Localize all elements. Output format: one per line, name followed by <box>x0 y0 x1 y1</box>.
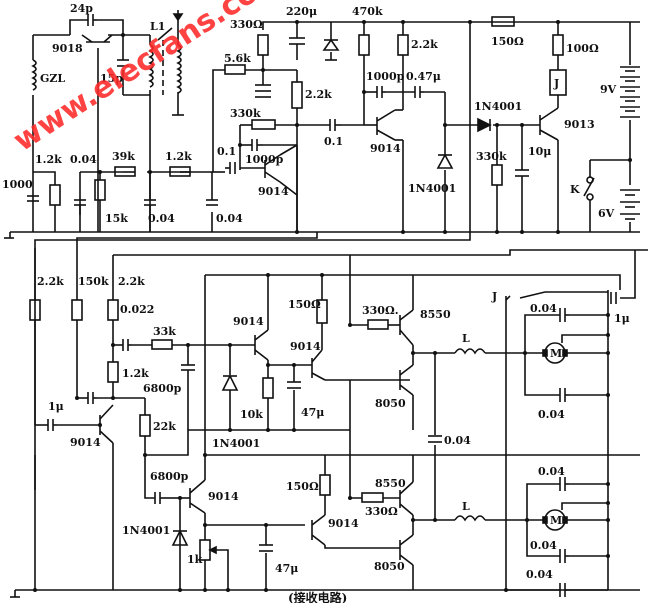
bottom-labels: 2.2k 150k 2.2k 0.022 33k 1.2k 6800p 1μ 9… <box>37 275 630 581</box>
label-10k: 10k <box>240 408 263 421</box>
label-0-04-f: 0.04 <box>538 465 565 478</box>
label-1000p-b: 1000p <box>366 70 405 83</box>
label-motor-bottom: M <box>550 514 562 527</box>
label-gzl: GZL <box>40 72 65 85</box>
label-1n4001-c: 1N4001 <box>212 437 260 450</box>
bottom-components <box>29 273 617 597</box>
label-8050-b: 8050 <box>374 560 405 573</box>
label-0-04-g: 0.04 <box>530 539 557 552</box>
label-8550-b: 8550 <box>375 477 406 490</box>
label-l-top: L <box>462 332 470 345</box>
label-6v: 6V <box>598 207 615 220</box>
label-100ohm: 100Ω <box>566 42 599 55</box>
label-0-04-e: 0.04 <box>538 408 565 421</box>
label-10u: 10μ <box>528 145 551 158</box>
label-15k: 15k <box>105 212 128 225</box>
top-wiring <box>4 19 640 490</box>
label-33k: 33k <box>153 325 176 338</box>
label-0-47u: 0.47μ <box>406 70 441 83</box>
label-1u: 1μ <box>48 400 64 413</box>
label-0-1-a: 0.1 <box>217 145 236 158</box>
label-1n4001-e: 1N4001 <box>122 524 170 537</box>
label-6800p-a: 6800p <box>143 382 182 395</box>
label-2-2k-b: 2.2k <box>411 38 438 51</box>
label-l-bottom: L <box>462 500 470 513</box>
label-150ohm-b: 150Ω <box>288 298 321 311</box>
label-5-6k: 5.6k <box>224 52 251 65</box>
label-1000: 1000 <box>2 178 33 191</box>
top-labels: 24p 9018 L1 GZL 15p 1000 1.2k 0.04 39k 1… <box>2 2 617 225</box>
label-8050-a: 8050 <box>375 397 406 410</box>
label-330k: 330k <box>230 107 261 120</box>
label-2-2k-c: 2.2k <box>37 275 64 288</box>
label-0-04-h: 0.04 <box>526 568 553 581</box>
label-9014-b: 9014 <box>370 142 401 155</box>
label-relay-j: J <box>553 77 559 90</box>
label-9013: 9013 <box>564 118 595 131</box>
label-24p: 24p <box>70 2 93 15</box>
label-330ohm-c: 330Ω <box>365 505 398 518</box>
figure-caption: (接收电路) <box>288 590 347 603</box>
label-330k-b: 330k <box>476 150 507 163</box>
label-9014-g: 9014 <box>328 517 359 530</box>
label-0-04-d: 0.04 <box>530 302 557 315</box>
label-9014-d: 9014 <box>233 315 264 328</box>
label-470k: 470k <box>352 5 383 18</box>
label-47u-b: 47μ <box>275 562 298 575</box>
label-330ohm: 330Ω <box>230 18 263 31</box>
label-1000p-a: 1000p <box>245 153 284 166</box>
label-0-1-b: 0.1 <box>324 135 343 148</box>
label-330ohm-b: 330Ω. <box>362 304 399 317</box>
label-9014-f: 9014 <box>208 490 239 503</box>
label-switch-k: K <box>570 183 580 196</box>
label-0-022: 0.022 <box>120 303 154 316</box>
label-150ohm: 150Ω <box>491 35 524 48</box>
label-1-2k-b: 1.2k <box>165 150 192 163</box>
label-220u: 220μ <box>286 5 317 18</box>
label-6800p-b: 6800p <box>150 470 189 483</box>
label-9v: 9V <box>600 83 617 96</box>
label-39k: 39k <box>112 150 135 163</box>
label-contact-j: J <box>491 290 497 303</box>
label-2-2k-d: 2.2k <box>118 275 145 288</box>
label-0-04-a: 0.04 <box>70 153 97 166</box>
label-9014-e: 9014 <box>290 340 321 353</box>
label-1-2k-a: 1.2k <box>35 153 62 166</box>
label-1n4001-b: 1N4001 <box>474 100 522 113</box>
label-1k: 1k <box>187 553 203 566</box>
top-components <box>27 10 640 234</box>
label-l1: L1 <box>150 20 165 33</box>
label-22k: 22k <box>153 420 176 433</box>
label-8550-a: 8550 <box>420 308 451 321</box>
label-0-04-c: 0.04 <box>216 212 243 225</box>
label-150ohm-c: 150Ω <box>286 480 319 493</box>
label-15p: 15p <box>100 72 123 85</box>
label-1-2k-c: 1.2k <box>122 367 149 380</box>
label-1n4001-a: 1N4001 <box>408 182 456 195</box>
label-9014-c: 9014 <box>70 436 101 449</box>
label-motor-top: M <box>550 347 562 360</box>
label-9014-a: 9014 <box>258 185 289 198</box>
label-150k: 150k <box>78 275 109 288</box>
label-47u-a: 47μ <box>301 406 324 419</box>
label-0-04-coupling: 0.04 <box>444 434 471 447</box>
label-2-2k-a: 2.2k <box>305 88 332 101</box>
label-9018: 9018 <box>52 42 83 55</box>
label-0-04-b: 0.04 <box>148 212 175 225</box>
label-1u-b: 1μ <box>614 312 630 325</box>
